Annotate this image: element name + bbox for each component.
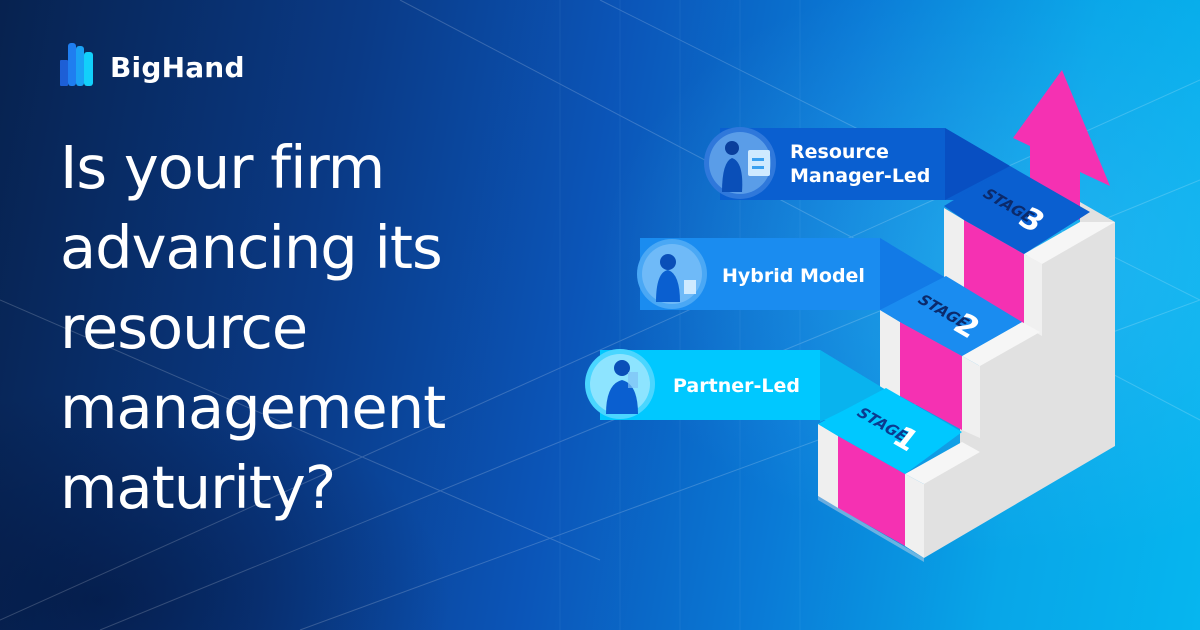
stage-3-label-line-1: Resource (790, 141, 889, 163)
headline-line-2: advancing its (60, 213, 443, 282)
stage-2[interactable]: Hybrid Model STAGE 2 (637, 238, 1022, 356)
headline-line-1: Is your firm (60, 133, 385, 202)
headline-line-3: resource (60, 293, 308, 362)
headline-line-4: management (60, 373, 446, 442)
brand-logo[interactable]: BigHand (60, 40, 245, 86)
headline-line-5: maturity? (60, 453, 336, 522)
thinking-man-icon (590, 354, 650, 414)
stage-3[interactable]: Resource Manager-Led STAGE 3 (704, 127, 1090, 254)
woman-presenting-icon (709, 132, 771, 194)
stage-1-label: Partner-Led (673, 375, 800, 397)
headline: Is your firm advancing its resource mana… (60, 128, 580, 528)
woman-at-laptop-icon (642, 244, 702, 304)
stair-body (818, 202, 1115, 562)
stage-1[interactable]: Partner-Led STAGE 1 (585, 349, 962, 474)
stage-2-label: Hybrid Model (722, 265, 865, 287)
stage-3-label-line-2: Manager-Led (790, 165, 930, 187)
brand-name: BigHand (110, 51, 245, 84)
hand-bars-icon (60, 43, 93, 86)
